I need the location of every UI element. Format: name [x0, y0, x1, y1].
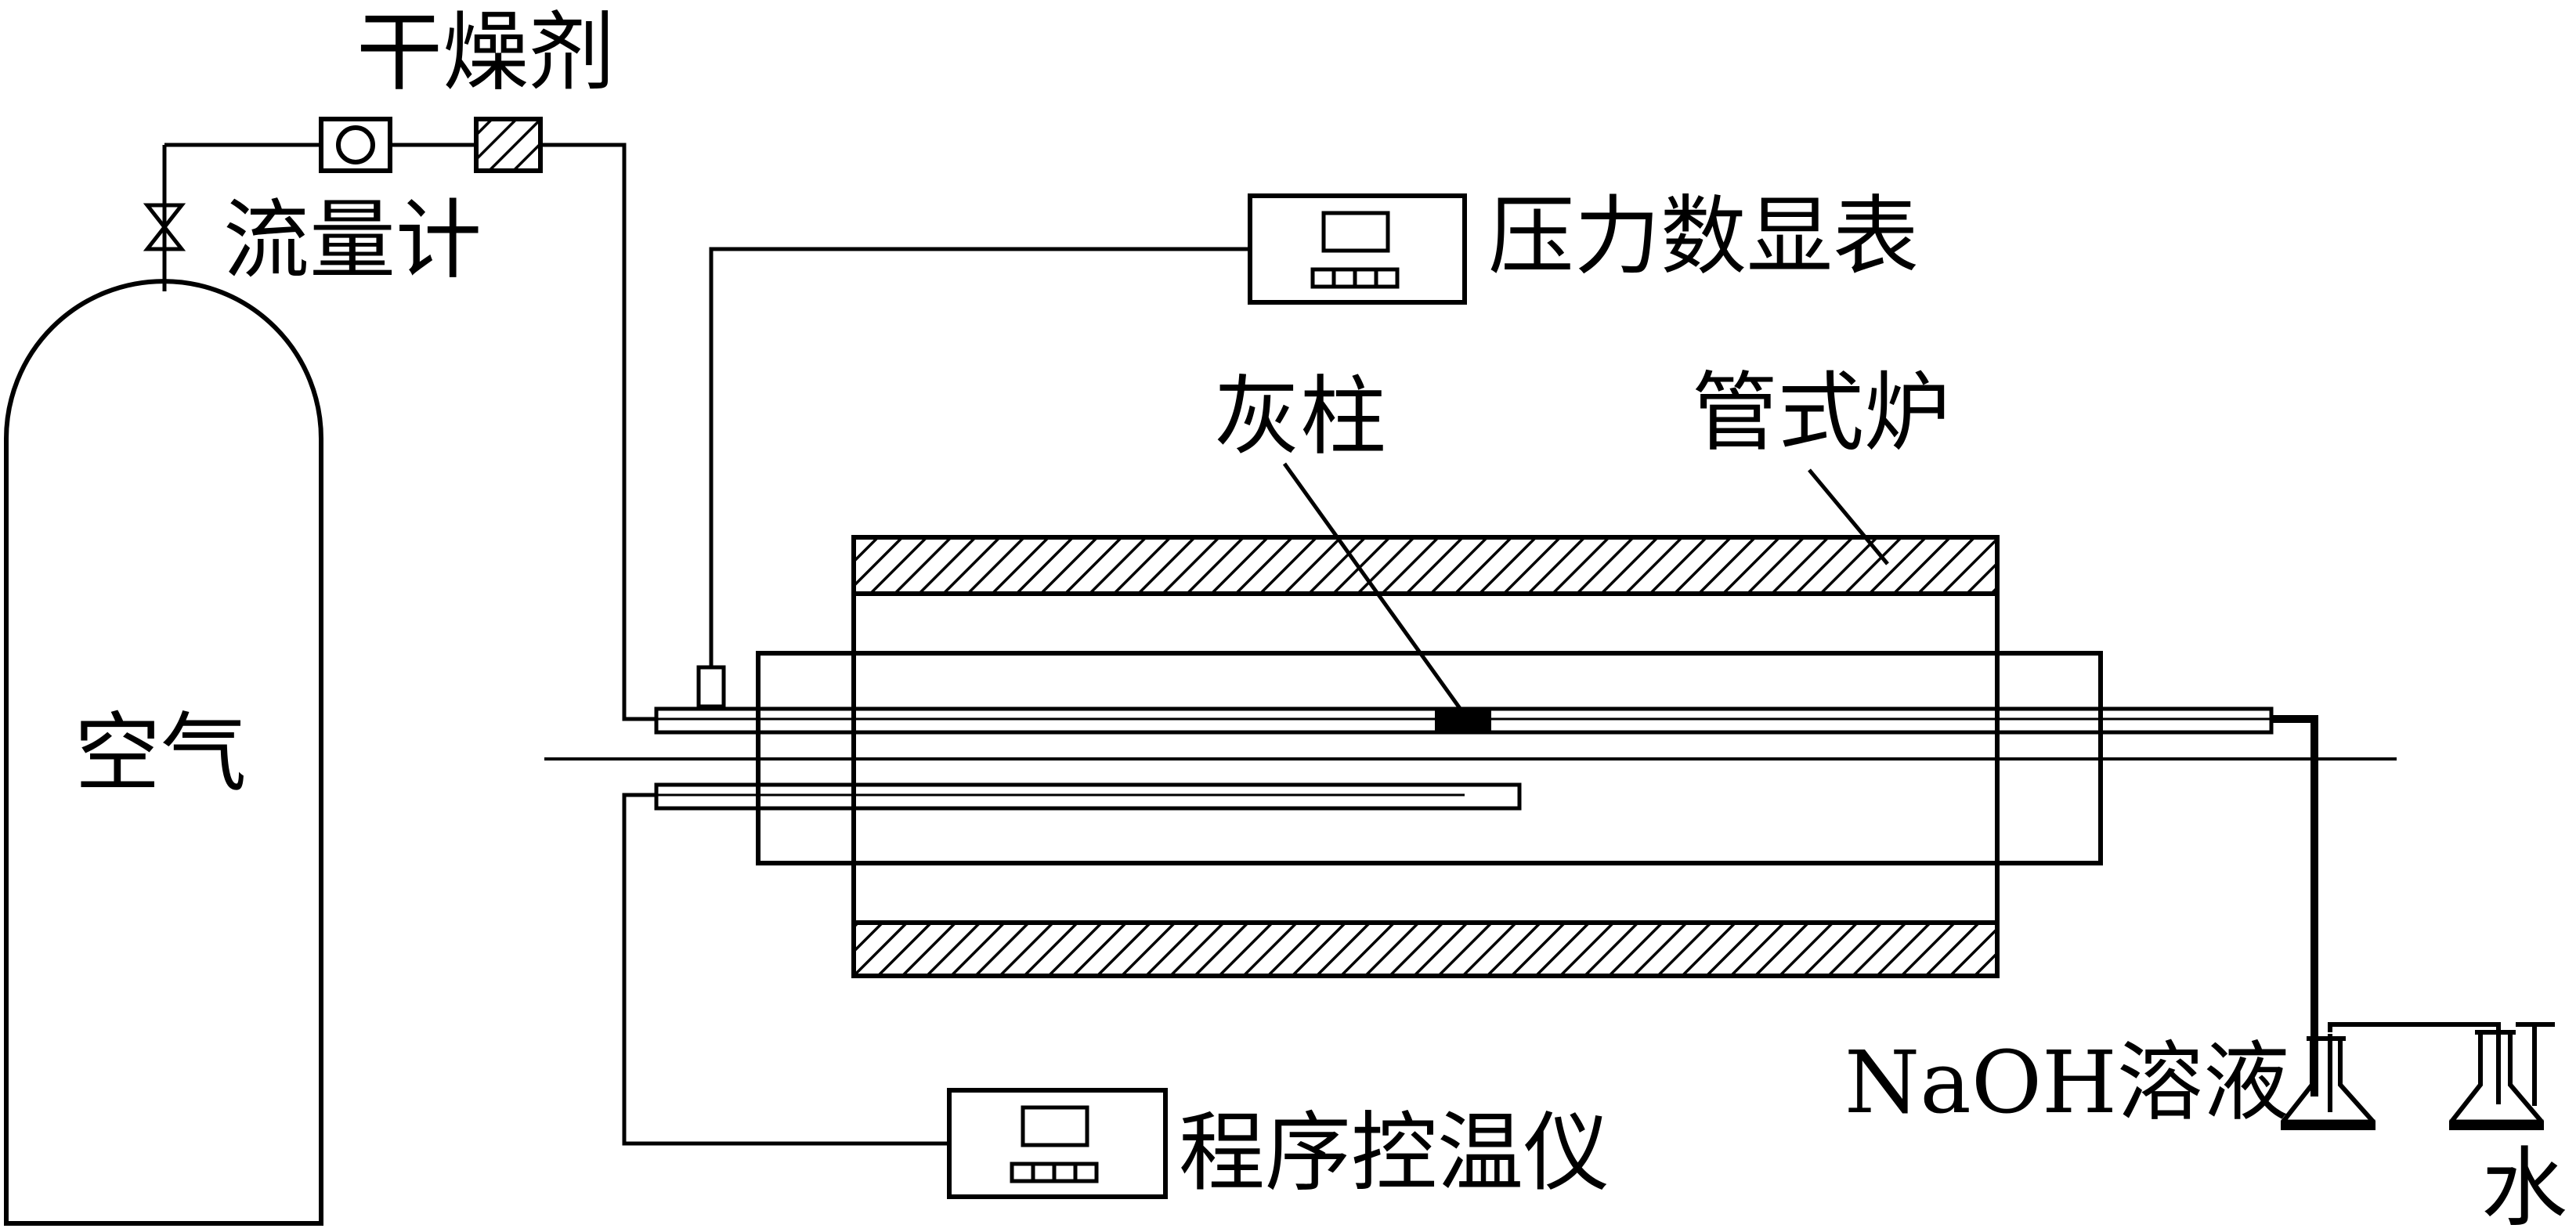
furnace-leader: [1808, 468, 1889, 565]
desiccant-label: 干燥剂: [356, 2, 615, 103]
flowmeter-label: 流量计: [223, 190, 482, 291]
tube-furnace-label: 管式炉: [1692, 363, 1950, 463]
furnace-top-wall: [851, 535, 2000, 596]
ash-column: [1435, 710, 1491, 732]
air-label: 空气: [74, 703, 247, 804]
flask-connector: [2328, 1022, 2501, 1104]
temp-controller-label: 程序控温仪: [1179, 1103, 1610, 1203]
water-flask-icon: [2449, 1022, 2555, 1130]
desiccant-icon: [474, 117, 543, 173]
naoh-flask-icon: [2281, 1034, 2375, 1130]
ash-column-leader: [1282, 462, 1465, 714]
pressure-line: [709, 247, 1250, 667]
furnace-bottom-wall: [851, 920, 2000, 978]
thermocouple-line: [622, 793, 949, 1146]
gas-line-to-tube: [540, 143, 656, 721]
valve-icon: [143, 145, 186, 291]
pressure-tap: [696, 665, 726, 709]
water-label: 水: [2481, 1138, 2567, 1228]
thermocouple-tube: [654, 782, 1522, 811]
naoh-solution-label: NaOH溶液: [1844, 1032, 2289, 1133]
pressure-display-icon: [1248, 193, 1467, 305]
ash-column-label: 灰柱: [1214, 367, 1386, 467]
pressure-display-label: 压力数显表: [1488, 186, 1919, 287]
temp-controller-icon: [947, 1088, 1168, 1199]
flowmeter-icon: [319, 117, 392, 173]
air-cylinder: [4, 279, 323, 1226]
exhaust-line: [2271, 715, 2318, 1097]
